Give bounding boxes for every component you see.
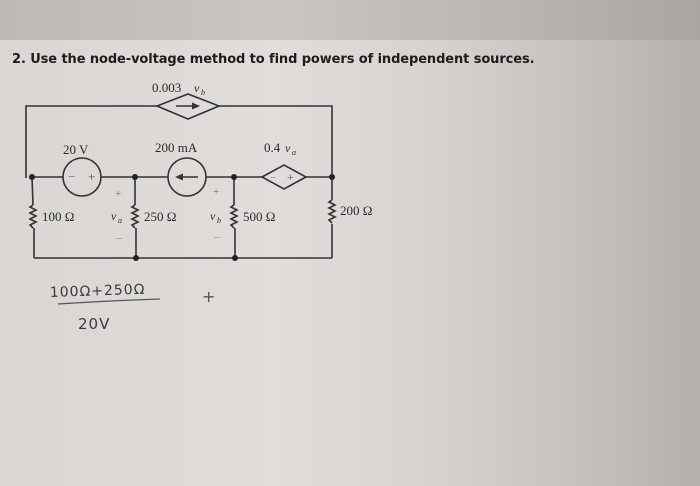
dep-current-sub-label: b xyxy=(201,88,205,97)
vs-minus-sign: − xyxy=(68,169,75,184)
handwritten-numerator: 100Ω+250Ω xyxy=(50,282,146,301)
handwritten-plus-mark: + xyxy=(202,287,215,306)
resistor-200-label: 200 Ω xyxy=(340,203,372,218)
resistor-100-icon xyxy=(28,204,38,229)
dep-voltage-sub-label: a xyxy=(292,148,296,157)
wire-top-right xyxy=(219,105,333,178)
voltage-source-20v xyxy=(62,157,102,197)
problem-title: 2. Use the node-voltage method to find p… xyxy=(12,52,535,67)
node-dot xyxy=(329,174,335,180)
vb-var-label: v xyxy=(210,209,216,223)
dep-current-coef-label: 0.003 xyxy=(152,80,181,95)
dependent-voltage-source xyxy=(260,164,308,190)
voltage-source-label: 20 V xyxy=(63,142,89,157)
node-dot xyxy=(132,174,138,180)
paper-page xyxy=(0,40,700,486)
arrowhead-right-icon xyxy=(192,102,200,110)
dep-voltage-coef-label: 0.4 xyxy=(264,140,281,155)
vb-plus-sign: + xyxy=(213,186,219,198)
node-dot xyxy=(231,174,237,180)
node-dot xyxy=(29,174,35,180)
resistor-500-icon xyxy=(229,204,239,229)
resistor-250-icon xyxy=(130,204,140,229)
wire-top-left xyxy=(25,105,157,178)
node-dot xyxy=(133,255,139,261)
vs-plus-sign: + xyxy=(88,169,95,184)
vb-sub-label: b xyxy=(217,216,221,225)
dep-voltage-var-label: v xyxy=(285,141,291,155)
dependent-current-source-top xyxy=(154,93,222,120)
arrowhead-left-icon xyxy=(175,173,183,181)
resistor-250-label: 250 Ω xyxy=(144,209,176,224)
node-dot xyxy=(232,255,238,261)
current-source-label: 200 mA xyxy=(155,140,198,155)
va-sub-label: a xyxy=(118,216,122,225)
current-source-200ma xyxy=(167,157,207,197)
dvs-minus-sign: − xyxy=(270,172,276,184)
background-top-band xyxy=(0,0,700,42)
handwritten-fraction-line xyxy=(57,298,161,305)
resistor-100-label: 100 Ω xyxy=(42,209,74,224)
wire-r1-top xyxy=(31,176,34,206)
va-var-label: v xyxy=(111,209,117,223)
dep-current-var-label: v xyxy=(194,81,200,95)
resistor-200-icon xyxy=(327,199,337,224)
dvs-plus-sign: + xyxy=(287,170,294,184)
resistor-500-label: 500 Ω xyxy=(243,209,275,224)
va-minus-sign: − xyxy=(116,233,122,245)
handwritten-denominator: 20V xyxy=(78,315,110,333)
va-plus-sign: + xyxy=(115,188,121,200)
vb-minus-sign: − xyxy=(214,232,220,244)
